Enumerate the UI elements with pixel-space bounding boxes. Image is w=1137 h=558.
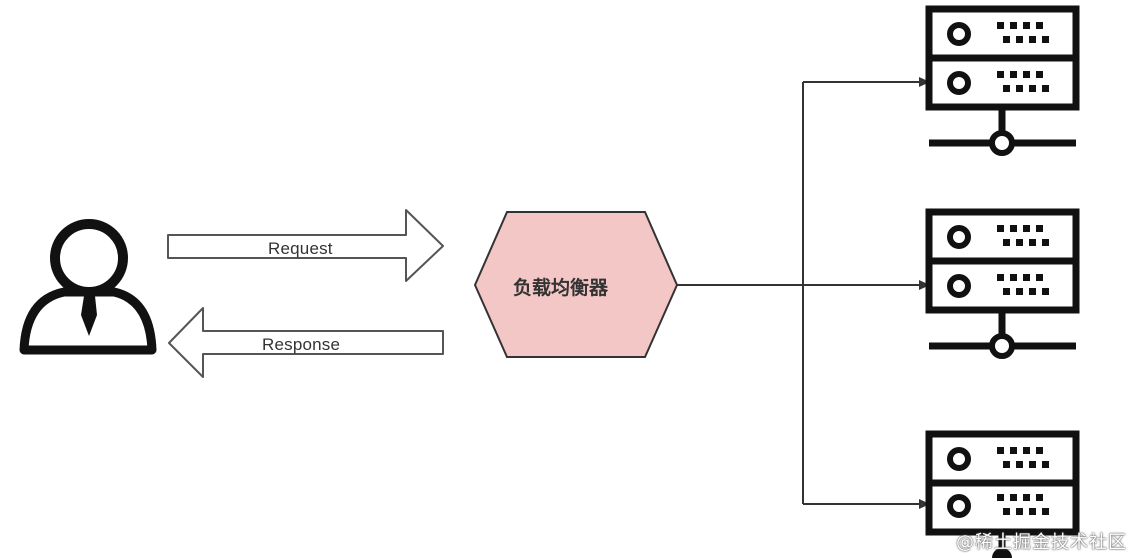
request-arrow <box>167 209 444 282</box>
server-icon <box>925 430 1080 558</box>
response-arrow <box>168 307 444 378</box>
server-icon <box>925 208 1080 359</box>
watermark: @稀土掘金技术社区 <box>956 532 1127 553</box>
user-icon <box>19 219 157 355</box>
connector-lines <box>677 77 930 509</box>
load-balancer-hexagon <box>473 211 679 358</box>
load-balancer-label: 负载均衡器 <box>513 277 609 299</box>
response-label: Response <box>262 335 341 354</box>
tie-icon <box>81 296 97 336</box>
request-label: Request <box>268 239 333 258</box>
server-icon <box>925 5 1080 156</box>
